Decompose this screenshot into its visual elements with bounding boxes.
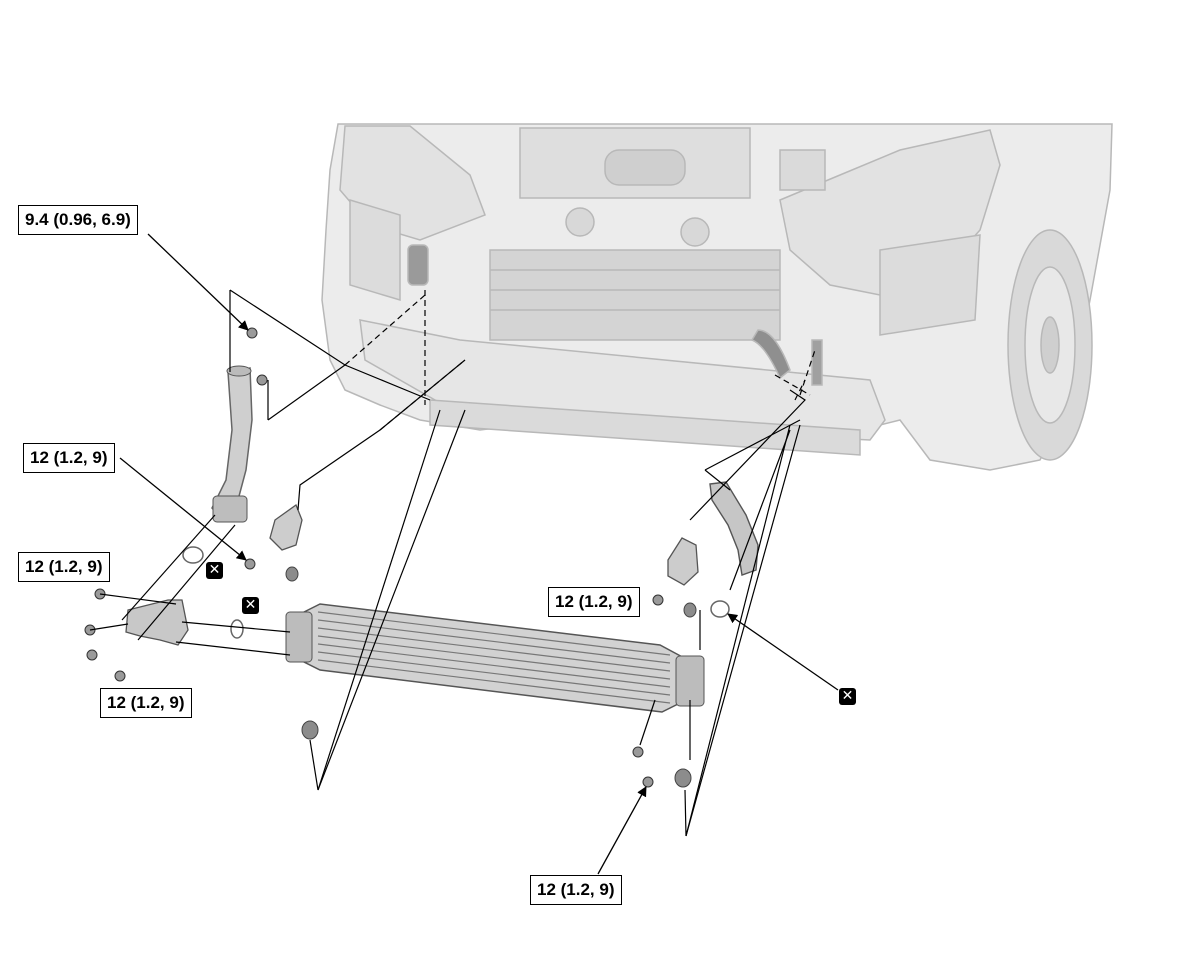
intercooler-left-tank <box>285 611 313 663</box>
leader-replace-right <box>727 613 839 691</box>
o-ring <box>710 600 730 618</box>
mount-rubber <box>285 566 299 582</box>
intercooler-right-tank <box>675 655 705 707</box>
bolt <box>114 670 126 682</box>
intercooler-core <box>285 603 705 713</box>
bolt <box>246 327 258 339</box>
torque-callout-left-lower-bolt: 12 (1.2, 9) <box>100 688 192 718</box>
torque-callout-left-inlet-bolt: 12 (1.2, 9) <box>18 552 110 582</box>
left-inlet-elbow <box>125 599 189 646</box>
vehicle-front-end <box>321 123 1113 471</box>
bolt <box>632 746 644 758</box>
left-upper-bracket <box>269 503 303 551</box>
leader-upper-bolt <box>147 233 249 331</box>
bolt <box>642 776 654 788</box>
left-pipe-flange <box>226 365 252 377</box>
mount-rubbers <box>285 566 697 788</box>
o-rings <box>182 546 730 639</box>
bolts <box>84 327 664 788</box>
mount-rubber <box>683 602 697 618</box>
torque-callout-right-bracket-bolt: 12 (1.2, 9) <box>548 587 640 617</box>
bolt <box>652 594 664 606</box>
assembly-lines <box>89 289 816 837</box>
replace-part-icon: ✕ <box>242 597 259 614</box>
left-pipe-lower-flange <box>212 495 248 523</box>
replace-part-icon: ✕ <box>206 562 223 579</box>
torque-callout-right-lower-bolt: 12 (1.2, 9) <box>530 875 622 905</box>
o-ring <box>230 619 244 639</box>
bolt <box>244 558 256 570</box>
right-bracket <box>667 537 699 586</box>
o-ring <box>182 546 204 564</box>
right-charge-air-pipe <box>709 481 759 576</box>
torque-callout-left-pipe-bolt: 12 (1.2, 9) <box>23 443 115 473</box>
replace-part-icon: ✕ <box>839 688 856 705</box>
bolt <box>256 374 268 386</box>
mount-rubber <box>674 768 692 788</box>
leader-right-lower-bolt <box>597 786 647 875</box>
mount-rubber <box>301 720 319 740</box>
leader-left-pipe-bolt <box>119 457 247 561</box>
bolt <box>86 649 98 661</box>
leader-lines <box>119 233 839 875</box>
torque-callout-upper-bolt: 9.4 (0.96, 6.9) <box>18 205 138 235</box>
